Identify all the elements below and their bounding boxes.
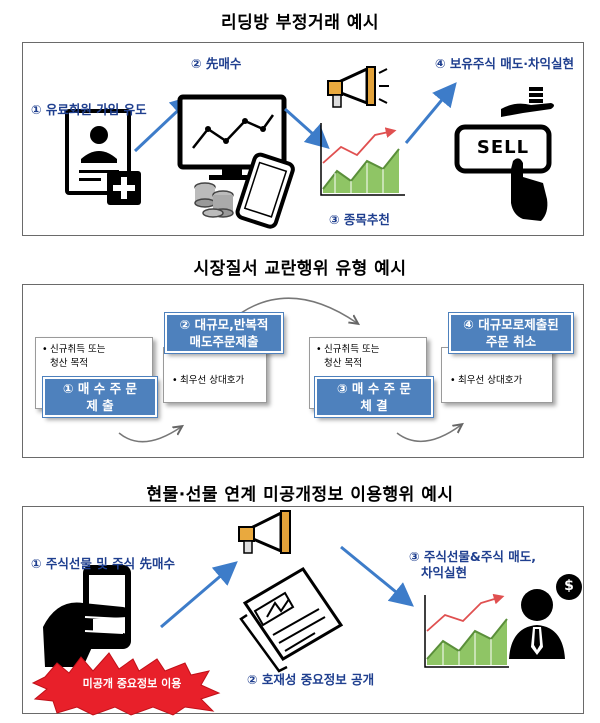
rising-chart-icon [320, 123, 405, 196]
panel-market-disorder: 신규취득 또는 청산 목적 ① 매 수 주 문 제 출 최우선 상대호가 ② 대… [22, 284, 584, 458]
cancel-orders-line-b: 주문 취소 [485, 334, 537, 349]
title-leading-room: 리딩방 부정거래 예시 [220, 13, 380, 33]
note-2-line: 최우선 상대호가 [172, 374, 260, 388]
step3-label: ③ 종목추천 [329, 212, 390, 227]
info-step1-label: ① 주식선물 및 주식 先매수 [31, 556, 175, 571]
megaphone-icon-2 [238, 510, 291, 554]
coins-icon [194, 182, 234, 218]
step2-label: ② 先매수 [191, 56, 242, 71]
panel-undisclosed-info: ① 주식선물 및 주식 先매수 ② 호재성 중요정보 공개 ③ 주식선물&주식 … [22, 506, 584, 716]
step-box-buy-order-submit: ① 매 수 주 문 제 출 [42, 376, 158, 418]
arrow-step2-to-step3 [283, 107, 330, 150]
warning-burst-icon [31, 652, 221, 716]
megaphone-icon [327, 66, 389, 108]
hand-money-icon [501, 87, 554, 117]
dollar-sign: $ [564, 578, 574, 594]
info-step3-line-b: 차익실현 [421, 565, 468, 580]
flow-arrow-2 [240, 297, 357, 323]
sell-sign-icon [454, 124, 552, 221]
note-1-line-b: 청산 목적 [50, 358, 88, 369]
note-1-line-a: 신규취득 또는 [42, 343, 146, 357]
step-box-large-sell-orders: ② 대규모,반복적 매도주문제출 [164, 312, 284, 354]
buy-order-filled-line-b: 체 결 [360, 398, 388, 413]
flow-arrow-3 [396, 425, 461, 443]
panel3-graphics [31, 510, 582, 716]
large-sell-orders-line-a: ② 대규모,반복적 [179, 317, 269, 332]
note-3-line-a: 신규취득 또는 [316, 343, 420, 357]
note-3-line-b: 청산 목적 [324, 358, 362, 369]
title-market-disorder: 시장질서 교란행위 유형 예시 [193, 259, 407, 279]
buy-order-filled-line-a: ③ 매 수 주 문 [337, 381, 411, 396]
newspaper-icon [239, 566, 344, 673]
large-sell-orders-line-b: 매도주문제출 [189, 334, 259, 349]
buy-order-submit-line-a: ① 매 수 주 문 [63, 381, 137, 396]
arrow-info-step2-to-step3 [340, 545, 414, 607]
title-undisclosed-info: 현물·선물 연계 미공개정보 이용행위 예시 [146, 485, 454, 505]
arrow-info-step1-to-step2 [160, 561, 238, 629]
smartphone-icon [235, 152, 295, 229]
note-box-4: 최우선 상대호가 [441, 347, 553, 403]
panel-leading-room: ① 유료회원 가입 유도 ② 先매수 ③ 종목추천 ④ 보유주식 매도·차익실현… [22, 42, 584, 236]
member-profile-icon [65, 109, 141, 205]
info-step2-label: ② 호재성 중요정보 공개 [247, 672, 375, 687]
step1-label: ① 유료회원 가입 유도 [31, 102, 147, 117]
note-box-2: 최우선 상대호가 [163, 347, 267, 403]
rising-chart-icon-2 [424, 593, 509, 668]
flow-arrow-1 [118, 427, 181, 443]
sell-text: SELL [476, 137, 530, 158]
cancel-orders-line-a: ④ 대규모로제출된 [463, 317, 559, 332]
info-step3-line-a: ③ 주식선물&주식 매도, [409, 549, 536, 564]
step-box-buy-order-filled: ③ 매 수 주 문 체 결 [314, 376, 434, 418]
step-box-cancel-orders: ④ 대규모로제출된 주문 취소 [448, 312, 574, 354]
burst-text: 미공개 중요정보 이용 [82, 677, 182, 690]
panel2-graphics [118, 297, 585, 443]
businessman-icon [509, 574, 582, 659]
stock-monitor-icon [177, 94, 287, 180]
note-4-line: 최우선 상대호가 [450, 374, 546, 388]
hand-phone-icon [43, 565, 131, 667]
panel1-graphics [65, 66, 554, 229]
buy-order-submit-line-b: 제 출 [86, 398, 114, 413]
step4-label: ④ 보유주식 매도·차익실현 [435, 56, 575, 71]
arrow-step3-to-step4 [404, 82, 457, 144]
info-step3-label: ③ 주식선물&주식 매도, 차익실현 [409, 549, 536, 581]
